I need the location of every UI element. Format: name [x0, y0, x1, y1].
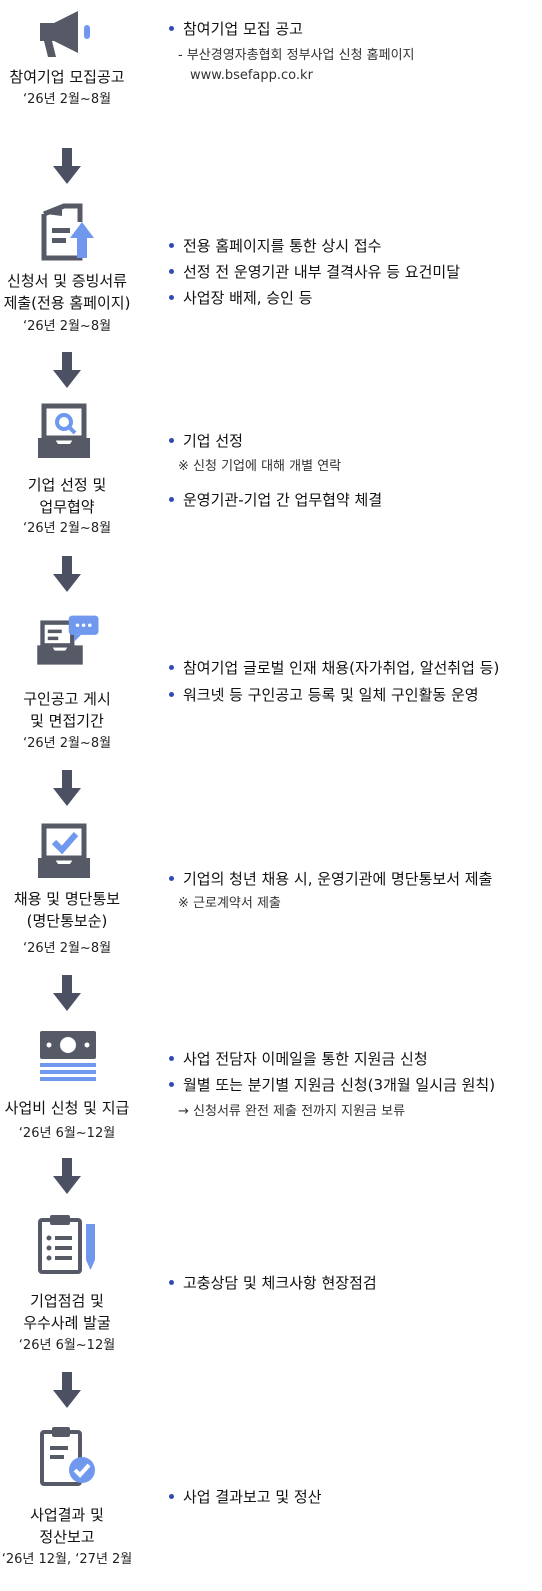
step-4-title: 구인공고 게시 및 면접기간 [23, 690, 111, 730]
step-1-bullet-1: 참여기업 모집 공고 [169, 16, 303, 42]
step-1-title: 참여기업 모집공고 [9, 68, 125, 86]
down-arrow-icon [53, 975, 81, 1011]
step-3-bullet-1: 기업 선정 [169, 428, 243, 454]
down-arrow-icon [53, 352, 81, 388]
step-3-sub-1: ※ 신청 기업에 대해 개별 연락 [178, 459, 342, 474]
money-icon [40, 1031, 96, 1081]
step-6-bullet-1: 사업 전담자 이메일을 통한 지원금 신청 [169, 1046, 428, 1072]
step-2-date: ‘26년 2월~8월 [22, 319, 112, 334]
step-2-bullet-2: 선정 전 운영기관 내부 결격사유 등 요건미달 [168, 259, 460, 285]
step-5-date: ‘26년 2월~8월 [22, 941, 112, 956]
step-1-sub-2: www.bsefapp.co.kr [190, 68, 313, 83]
inbox-check-icon [38, 823, 90, 878]
inbox-search-icon [38, 403, 90, 458]
step-1-sub-1: - 부산경영자총협회 정부사업 신청 홈페이지 [178, 48, 415, 63]
step-2-bullet-1: 전용 홈페이지를 통한 상시 접수 [168, 233, 381, 259]
step-4-date: ‘26년 2월~8월 [22, 736, 112, 751]
inbox-chat-icon [37, 615, 99, 665]
step-6-date: ‘26년 6월~12월 [18, 1126, 116, 1141]
step-3-bullet-2: 운영기관-기업 간 업무협약 체결 [168, 487, 382, 513]
step-8-date: ‘26년 12월, ‘27년 2월 [1, 1552, 133, 1567]
step-3-date: ‘26년 2월~8월 [22, 521, 112, 536]
document-upload-icon [41, 203, 94, 261]
step-5-title: 채용 및 명단통보 (명단통보순) [13, 890, 121, 930]
step-5-bullet-1: 기업의 청년 채용 시, 운영기관에 명단통보서 제출 [168, 866, 492, 892]
megaphone-icon [40, 11, 90, 57]
step-6-sub-1: → 신청서류 완전 제출 전까지 지원금 보류 [178, 1104, 406, 1119]
step-2-bullet-2-cont: 사업장 배제, 승인 등 [168, 285, 312, 311]
step-2-title: 신청서 및 증빙서류 제출(전용 홈페이지) [3, 272, 131, 312]
down-arrow-icon [53, 148, 81, 184]
step-5-sub-1: ※ 근로계약서 제출 [178, 896, 281, 911]
step-1-date: ‘26년 2월~8월 [22, 92, 112, 107]
clipboard-check-icon [40, 1427, 95, 1486]
step-8-bullet-1: 사업 결과보고 및 정산 [169, 1484, 322, 1510]
step-7-bullet-1: 고충상담 및 체크사항 현장점검 [169, 1270, 377, 1296]
clipboard-pencil-icon [38, 1215, 95, 1274]
step-7-title: 기업점검 및 우수사례 발굴 [23, 1292, 111, 1332]
step-3-title: 기업 선정 및 업무협약 [27, 476, 107, 516]
step-6-title: 사업비 신청 및 지급 [4, 1099, 130, 1117]
down-arrow-icon [53, 556, 81, 592]
down-arrow-icon [53, 1372, 81, 1408]
step-4-bullet-1: 참여기업 글로벌 인재 채용(자가취업, 알선취업 등) [168, 655, 499, 681]
step-6-bullet-2: 월별 또는 분기별 지원금 신청(3개월 일시금 원칙) [168, 1072, 495, 1098]
down-arrow-icon [53, 1158, 81, 1194]
step-7-date: ‘26년 6월~12월 [18, 1338, 116, 1353]
step-4-bullet-2: 워크넷 등 구인공고 등록 및 일체 구인활동 운영 [169, 682, 479, 708]
step-8-title: 사업결과 및 정산보고 [30, 1506, 104, 1546]
down-arrow-icon [53, 770, 81, 806]
